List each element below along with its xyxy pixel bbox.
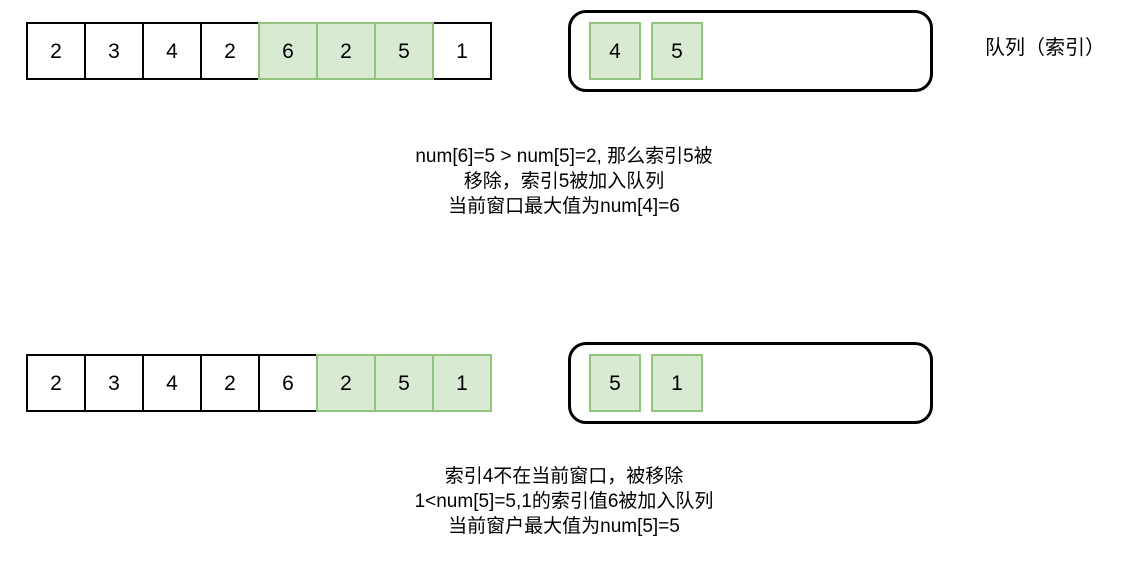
array-cell-highlighted: 2 [316,22,376,80]
caption-step1: num[6]=5 > num[5]=2, 那么索引5被 移除，索引5被加入队列 … [0,144,1128,219]
queue-cell: 5 [589,354,641,412]
array-cell: 6 [258,354,318,412]
queue-cell: 1 [651,354,703,412]
array-cell-highlighted: 1 [432,354,492,412]
array-cell-highlighted: 5 [374,354,434,412]
caption-line: 移除，索引5被加入队列 [463,171,665,193]
array-cell-highlighted: 5 [374,22,434,80]
array-cell: 2 [26,354,86,412]
queue-cell: 5 [651,22,703,80]
queue-label: 队列（索引） [985,37,1105,59]
caption-step2: 索引4不在当前窗口，被移除 1<num[5]=5,1的索引值6被加入队列 当前窗… [0,464,1128,539]
array-cell-highlighted: 6 [258,22,318,80]
caption-line: 索引4不在当前窗口，被移除 [444,466,684,487]
caption-line: num[6]=5 > num[5]=2, 那么索引5被 [415,146,713,167]
array-cell: 4 [142,22,202,80]
array-row-step1: 2 3 4 2 6 2 5 1 [26,22,492,80]
array-cell-highlighted: 2 [316,354,376,412]
array-row-step2: 2 3 4 2 6 2 5 1 [26,354,492,412]
array-cell: 1 [432,22,492,80]
queue-box-step1: 4 5 [568,10,933,92]
caption-line: 当前窗户最大值为num[5]=5 [448,516,680,538]
array-cell: 2 [200,22,260,80]
array-cell: 2 [200,354,260,412]
array-cell: 3 [84,354,144,412]
array-cell: 4 [142,354,202,412]
queue-box-step2: 5 1 [568,342,933,424]
array-cell: 2 [26,22,86,80]
caption-line: 1<num[5]=5,1的索引值6被加入队列 [414,491,714,513]
caption-line: 当前窗口最大值为num[4]=6 [448,196,680,218]
array-cell: 3 [84,22,144,80]
queue-cell: 4 [589,22,641,80]
